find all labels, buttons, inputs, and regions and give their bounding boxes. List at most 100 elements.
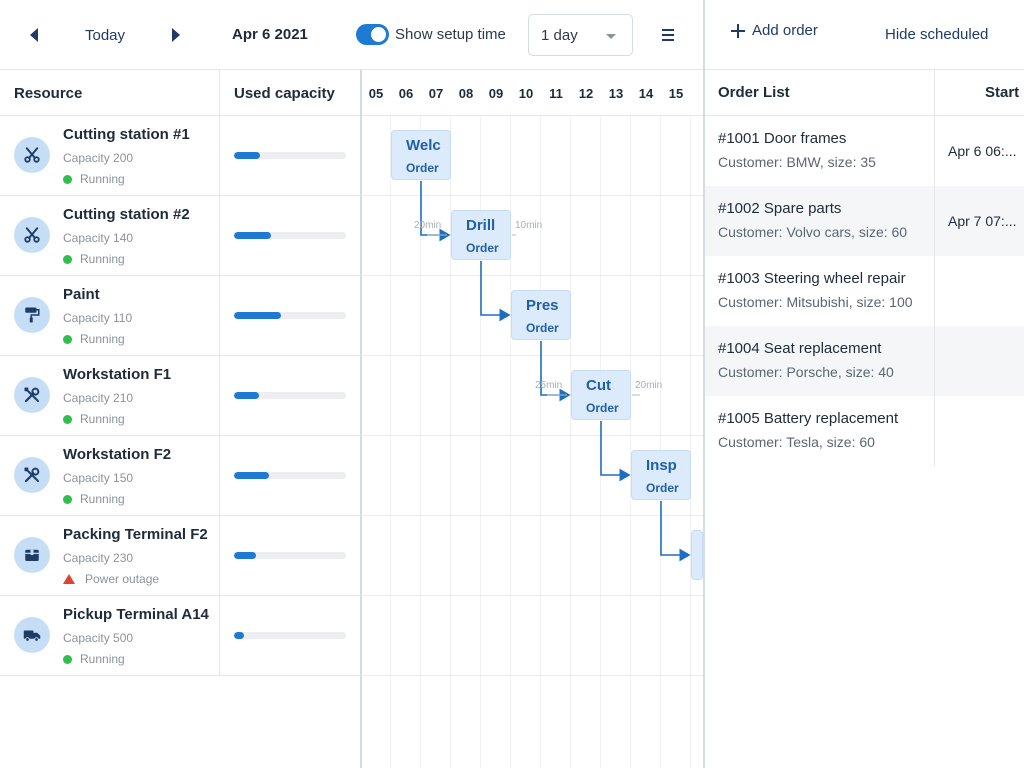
scissors-icon bbox=[14, 137, 50, 173]
resource-status-text: Power outage bbox=[85, 572, 160, 586]
order-customer: Customer: Porsche, size: 40 bbox=[718, 364, 894, 380]
task-bar-partial[interactable] bbox=[691, 530, 703, 580]
resource-capacity: Capacity 200 bbox=[63, 151, 134, 165]
add-order-button[interactable]: Add order bbox=[731, 22, 818, 39]
start-column-header[interactable]: Start bbox=[985, 84, 1020, 101]
grid-header: Resource Used capacity bbox=[0, 70, 703, 116]
resource-status-text: Running bbox=[80, 652, 125, 666]
order-customer: Customer: Volvo cars, size: 60 bbox=[718, 224, 908, 240]
resource-column-header[interactable]: Resource bbox=[14, 84, 83, 102]
hamburger-icon bbox=[662, 29, 674, 31]
resource-name: Pickup Terminal A14 bbox=[63, 606, 209, 623]
order-list-column-header[interactable]: Order List bbox=[718, 84, 790, 101]
task-bar[interactable]: Cut Order bbox=[571, 370, 631, 420]
capacity-bar bbox=[234, 392, 346, 399]
resource-capacity: Capacity 230 bbox=[63, 551, 134, 565]
order-start: Apr 7 07:... bbox=[948, 213, 1017, 229]
task-order-label: Order bbox=[586, 401, 619, 415]
resource-capacity: Capacity 140 bbox=[63, 231, 134, 245]
grid-line bbox=[690, 116, 691, 768]
grid-line bbox=[390, 116, 391, 768]
capacity-bar bbox=[234, 232, 346, 239]
show-setup-toggle[interactable] bbox=[356, 24, 389, 45]
menu-button[interactable] bbox=[656, 22, 680, 48]
column-divider bbox=[219, 70, 220, 676]
resource-name: Cutting station #2 bbox=[63, 206, 190, 223]
status-dot-icon bbox=[63, 494, 72, 504]
order-customer: Customer: BMW, size: 35 bbox=[718, 154, 876, 170]
resource-name: Paint bbox=[63, 286, 100, 303]
capacity-bar-fill bbox=[234, 152, 260, 159]
task-order-label: Order bbox=[526, 321, 559, 335]
today-button[interactable]: Today bbox=[84, 26, 126, 44]
task-bar[interactable]: Pres Order bbox=[511, 290, 571, 340]
caret-down-icon bbox=[606, 34, 616, 39]
schedule-divider[interactable] bbox=[360, 70, 362, 768]
grid-line bbox=[600, 116, 601, 768]
capacity-bar-fill bbox=[234, 312, 282, 319]
range-select-value: 1 day bbox=[541, 27, 578, 44]
task-bar[interactable]: Welc Order bbox=[391, 130, 451, 180]
status-dot-icon bbox=[63, 174, 72, 184]
resource-status: Power outage bbox=[63, 572, 159, 586]
grid-line bbox=[480, 116, 481, 768]
panel-splitter[interactable] bbox=[703, 0, 705, 768]
grid-row-line bbox=[361, 675, 703, 676]
status-dot-icon bbox=[63, 334, 72, 344]
task-order-label: Order bbox=[406, 161, 439, 175]
hour-label: 14 bbox=[638, 85, 654, 101]
capacity-bar-fill bbox=[234, 232, 271, 239]
order-title: #1002 Spare parts bbox=[718, 200, 842, 217]
hide-scheduled-button[interactable]: Hide scheduled bbox=[885, 26, 989, 43]
capacity-column-header[interactable]: Used capacity bbox=[234, 84, 335, 102]
grid-line bbox=[540, 116, 541, 768]
triangle-right-icon bbox=[172, 28, 180, 42]
capacity-bar-fill bbox=[234, 472, 269, 479]
resource-capacity: Capacity 500 bbox=[63, 631, 134, 645]
hour-label: 09 bbox=[488, 85, 504, 101]
resource-status: Running bbox=[63, 172, 125, 186]
resource-status: Running bbox=[63, 412, 125, 426]
tools-icon bbox=[14, 377, 50, 413]
next-day-button[interactable] bbox=[162, 22, 190, 48]
hour-label: 12 bbox=[578, 85, 594, 101]
range-select[interactable]: 1 day bbox=[528, 14, 633, 56]
resource-name: Workstation F1 bbox=[63, 366, 172, 383]
capacity-bar-fill bbox=[234, 392, 259, 399]
grid-row-line bbox=[361, 515, 703, 516]
show-setup-label: Show setup time bbox=[395, 26, 506, 43]
task-bar[interactable]: Insp Order bbox=[631, 450, 691, 500]
task-order-label: Order bbox=[466, 241, 499, 255]
order-customer: Customer: Tesla, size: 60 bbox=[718, 434, 875, 450]
setup-time-label: 25min bbox=[535, 380, 563, 391]
order-title: #1004 Seat replacement bbox=[718, 340, 882, 357]
task-name: Welc bbox=[406, 137, 441, 154]
resource-status-text: Running bbox=[80, 172, 125, 186]
capacity-bar bbox=[234, 312, 346, 319]
column-divider bbox=[934, 70, 935, 466]
hour-label: 10 bbox=[518, 85, 534, 101]
task-bar[interactable]: Drill Order bbox=[451, 210, 511, 260]
triangle-left-icon bbox=[30, 28, 38, 42]
task-name: Insp bbox=[646, 457, 677, 474]
grid-row-line bbox=[361, 195, 703, 196]
grid-row-line bbox=[361, 595, 703, 596]
prev-day-button[interactable] bbox=[20, 22, 48, 48]
resource-status: Running bbox=[63, 492, 125, 506]
resource-name: Workstation F2 bbox=[63, 446, 172, 463]
hour-label: 07 bbox=[428, 85, 444, 101]
task-name: Cut bbox=[586, 377, 611, 394]
hour-label: 08 bbox=[458, 85, 474, 101]
